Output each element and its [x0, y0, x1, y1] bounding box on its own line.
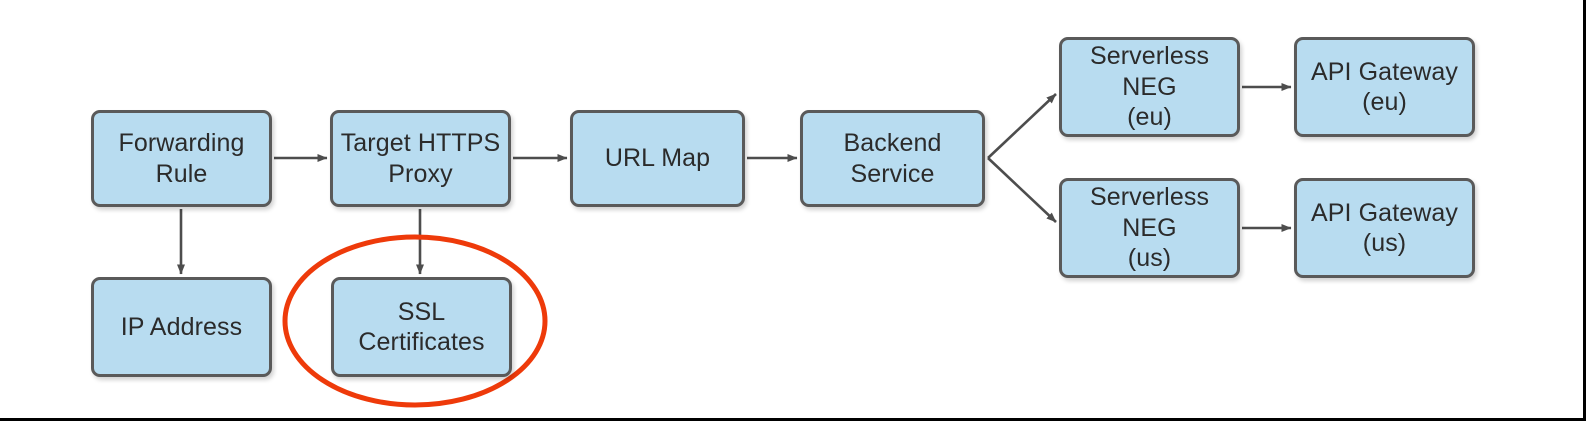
node-target-https-proxy[interactable]: Target HTTPS Proxy	[330, 110, 511, 207]
edge-backend-service-to-serverless-neg-us	[987, 157, 1057, 223]
node-backend-service[interactable]: Backend Service	[800, 110, 985, 207]
frame-border-right	[1583, 0, 1586, 421]
node-ssl-certificates[interactable]: SSL Certificates	[331, 277, 512, 377]
node-api-gateway-us[interactable]: API Gateway (us)	[1294, 178, 1475, 278]
edge-backend-service-to-serverless-neg-eu	[987, 93, 1057, 159]
ssl-certificates-highlight-ellipse	[282, 234, 548, 408]
frame-border-bottom	[0, 418, 1586, 421]
node-url-map[interactable]: URL Map	[570, 110, 745, 207]
node-serverless-neg-eu[interactable]: Serverless NEG (eu)	[1059, 37, 1240, 137]
node-ip-address[interactable]: IP Address	[91, 277, 272, 377]
node-forwarding-rule[interactable]: Forwarding Rule	[91, 110, 272, 207]
node-api-gateway-eu[interactable]: API Gateway (eu)	[1294, 37, 1475, 137]
node-serverless-neg-us[interactable]: Serverless NEG (us)	[1059, 178, 1240, 278]
